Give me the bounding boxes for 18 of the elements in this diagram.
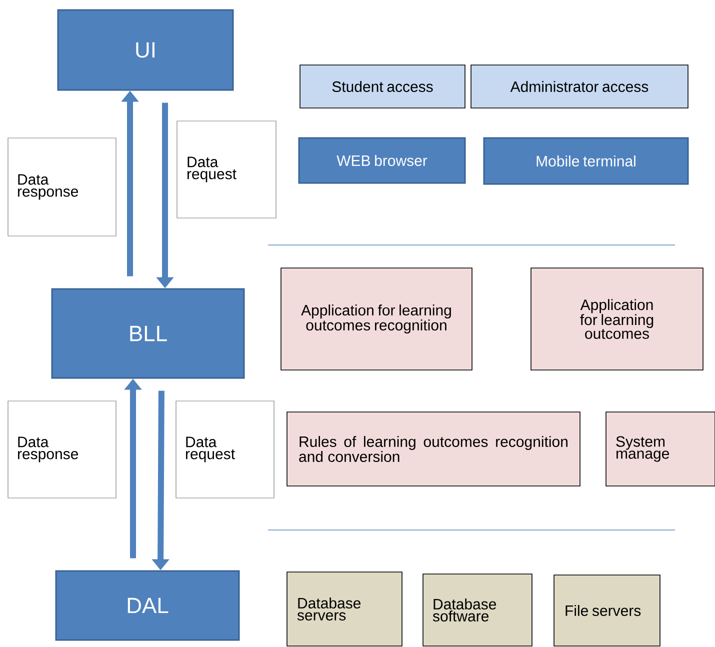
- note-box: Data request: [176, 120, 276, 218]
- module-box: System manage: [606, 412, 715, 486]
- note-box: Data response: [8, 400, 116, 498]
- module-box: Application for learning outcomes: [530, 268, 704, 370]
- module-box: Application for learning outcomes recognition: [280, 268, 472, 370]
- client-box: Mobile terminal: [483, 137, 689, 185]
- server-box: Database software: [422, 574, 532, 646]
- access-box: Administrator access: [470, 64, 688, 108]
- module-box: Rules of learning outcomes recognition and conversion: [286, 412, 580, 486]
- layer-box: DAL: [55, 570, 240, 641]
- note-box: Data request: [176, 400, 274, 498]
- access-box: Student access: [300, 64, 466, 108]
- layer-box: BLL: [51, 288, 245, 379]
- server-box: Database servers: [286, 572, 402, 646]
- layer-box: UI: [57, 9, 234, 91]
- server-box: File servers: [554, 574, 660, 646]
- note-box: Data response: [8, 138, 116, 236]
- client-box: WEB browser: [298, 137, 466, 184]
